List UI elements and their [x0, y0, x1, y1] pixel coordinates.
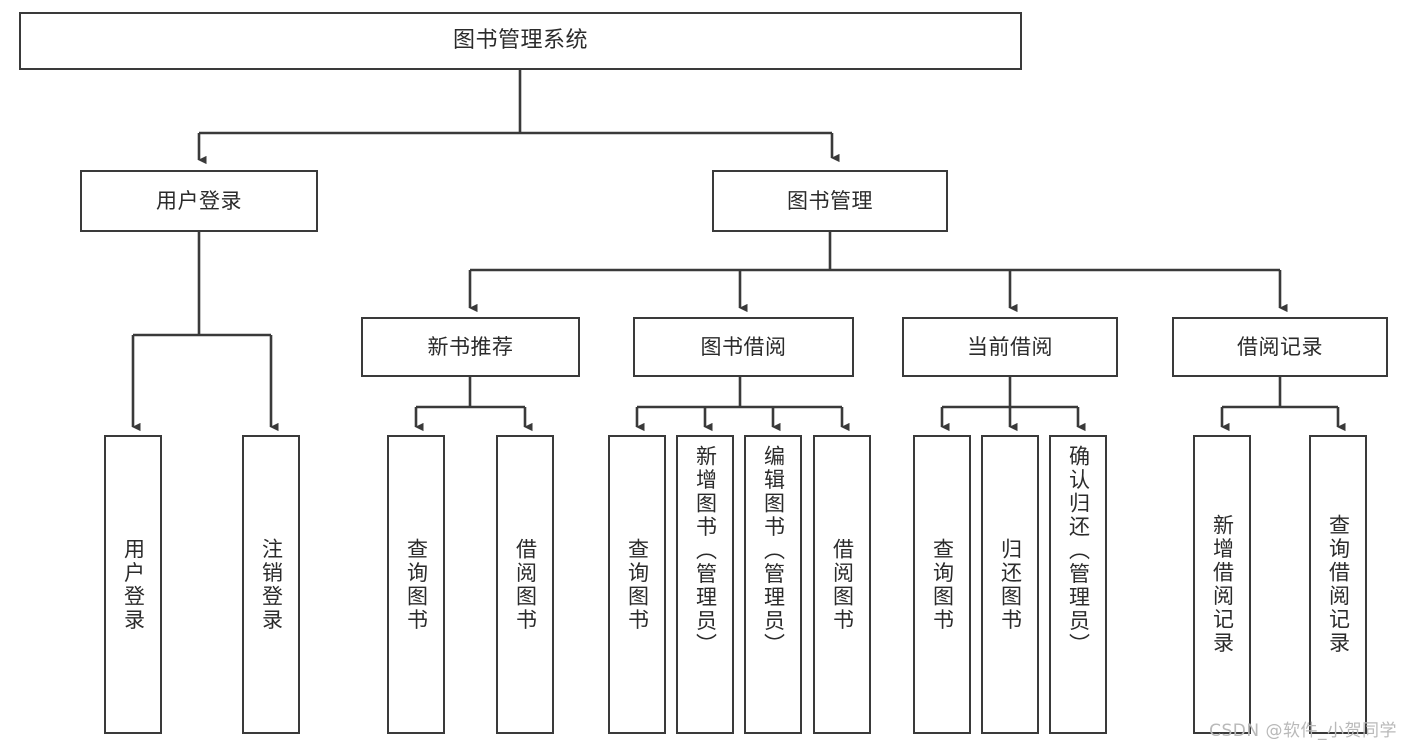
leaf-user-login[interactable]: 用户登录	[104, 435, 162, 734]
node-new-book-recommend[interactable]: 新书推荐	[361, 317, 580, 377]
node-book-borrow[interactable]: 图书借阅	[633, 317, 854, 377]
node-label: 确认归还（管理员）	[1066, 445, 1091, 657]
node-user-login[interactable]: 用户登录	[80, 170, 318, 232]
node-label: 当前借阅	[967, 334, 1053, 359]
node-label: 用户登录	[156, 188, 242, 213]
leaf-add-book[interactable]: 新增图书（管理员）	[676, 435, 734, 734]
node-root-book-management-system[interactable]: 图书管理系统	[19, 12, 1022, 70]
leaf-query-book-2[interactable]: 查询图书	[608, 435, 666, 734]
node-label: 借阅记录	[1237, 334, 1323, 359]
node-label: 查询图书	[625, 537, 650, 632]
leaf-query-book-1[interactable]: 查询图书	[387, 435, 445, 734]
node-borrow-record[interactable]: 借阅记录	[1172, 317, 1388, 377]
leaf-borrow-book-1[interactable]: 借阅图书	[496, 435, 554, 734]
node-label: 查询图书	[930, 537, 955, 632]
csdn-watermark: CSDN @软件_小贺同学	[1209, 721, 1397, 741]
node-label: 图书管理系统	[452, 28, 588, 54]
node-label: 查询借阅记录	[1326, 514, 1351, 655]
leaf-logout[interactable]: 注销登录	[242, 435, 300, 734]
node-label: 编辑图书（管理员）	[761, 445, 786, 657]
leaf-query-book-3[interactable]: 查询图书	[913, 435, 971, 734]
leaf-borrow-book-2[interactable]: 借阅图书	[813, 435, 871, 734]
leaf-confirm-return[interactable]: 确认归还（管理员）	[1049, 435, 1107, 734]
leaf-return-book[interactable]: 归还图书	[981, 435, 1039, 734]
node-label: 归还图书	[998, 537, 1023, 632]
node-label: 图书管理	[787, 188, 873, 213]
leaf-add-record[interactable]: 新增借阅记录	[1193, 435, 1251, 734]
leaf-edit-book[interactable]: 编辑图书（管理员）	[744, 435, 802, 734]
node-label: 用户登录	[121, 537, 146, 632]
node-current-borrow[interactable]: 当前借阅	[902, 317, 1118, 377]
leaf-query-record[interactable]: 查询借阅记录	[1309, 435, 1367, 734]
node-label: 图书借阅	[700, 334, 787, 359]
node-label: 查询图书	[404, 537, 429, 632]
node-label: 注销登录	[259, 537, 284, 632]
node-label: 借阅图书	[513, 537, 538, 632]
node-label: 新增借阅记录	[1210, 514, 1235, 655]
node-label: 新书推荐	[427, 334, 514, 359]
node-label: 借阅图书	[830, 537, 855, 632]
node-label: 新增图书（管理员）	[693, 445, 718, 657]
node-book-manage[interactable]: 图书管理	[712, 170, 948, 232]
